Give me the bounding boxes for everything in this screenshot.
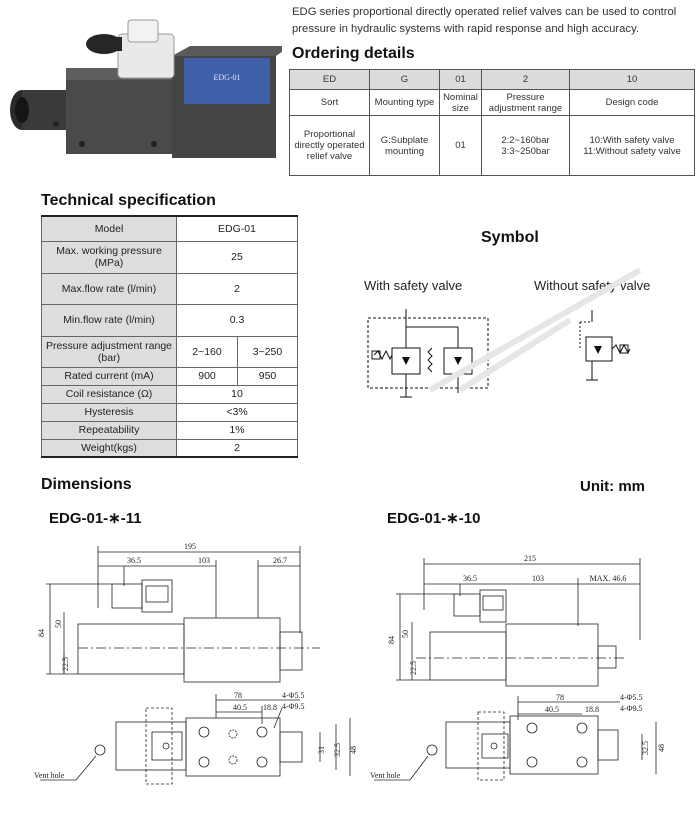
symbol-with-safety-valve xyxy=(367,309,489,398)
value-cell: Proportional directly operated relief va… xyxy=(289,115,370,176)
dim-40-5: 40.5 xyxy=(545,705,559,714)
watermark xyxy=(428,267,642,393)
range-line: 3:3~250bar xyxy=(501,145,550,157)
dim-26-7: 26.7 xyxy=(273,556,287,565)
spec-key: Max. working pressure (MPa) xyxy=(41,240,177,274)
spec-key: Model xyxy=(41,215,177,242)
dim-50: 50 xyxy=(401,630,410,638)
value-cell: 01 xyxy=(439,115,482,176)
spec-value: <3% xyxy=(176,402,298,422)
design-line: 11:Without safety valve xyxy=(583,145,681,157)
dim-18-8: 18.8 xyxy=(585,705,599,714)
dim-max-46-6: MAX. 46.6 xyxy=(590,574,627,583)
spec-value: 900 xyxy=(176,366,238,386)
dim-48: 48 xyxy=(657,744,666,752)
vent-hole-label: Vent hole xyxy=(34,771,65,780)
dim-195: 195 xyxy=(184,542,196,551)
dim-4-9-5: 4-Φ9.5 xyxy=(620,704,643,713)
spec-key: Max.flow rate (l/min) xyxy=(41,272,177,305)
name-cell: Nominal size xyxy=(439,89,482,116)
code-cell: 10 xyxy=(569,69,695,90)
value-cell: G:Subplate mounting xyxy=(369,115,440,176)
design-line: 10:With safety valve xyxy=(589,134,675,146)
spec-value: EDG-01 xyxy=(176,215,298,242)
spec-value: 10 xyxy=(176,384,298,404)
spec-key: Weight(kgs) xyxy=(41,438,177,458)
spec-value: 1% xyxy=(176,420,298,440)
spec-table: Model EDG-01 Max. working pressure (MPa)… xyxy=(41,215,298,458)
vent-hole-label: Vent hole xyxy=(370,771,401,780)
dim-84: 84 xyxy=(387,636,396,644)
spec-key: Coil resistance (Ω) xyxy=(41,384,177,404)
symbol-with-label: With safety valve xyxy=(364,278,463,293)
spec-value: 3~250 xyxy=(237,335,298,368)
dim-40-5: 40.5 xyxy=(233,703,247,712)
unit-label: Unit: mm xyxy=(580,478,645,495)
name-cell: Design code xyxy=(569,89,695,116)
dim-50: 50 xyxy=(54,620,63,628)
spec-value: 2~160 xyxy=(176,335,238,368)
ordering-table: ED G 01 2 10 Sort Mounting type Nominal … xyxy=(289,69,695,176)
product-photo: EDG-01 xyxy=(4,6,282,178)
spec-value: 950 xyxy=(237,366,298,386)
dim-78: 78 xyxy=(556,693,564,702)
dimension-drawing-11: 195 36.5 103 26.7 84 50 22.5 78 40.5 18.… xyxy=(34,542,358,785)
tech-title: Technical specification xyxy=(41,192,216,209)
dim-4-9-5: 4-Φ9.5 xyxy=(282,702,305,711)
value-cell: 10:With safety valve 11:Without safety v… xyxy=(569,115,695,176)
spec-key: Min.flow rate (l/min) xyxy=(41,303,177,337)
dim-31: 31 xyxy=(317,746,326,754)
dim-22-5: 22.5 xyxy=(409,661,418,675)
model-10-title: EDG-01-∗-10 xyxy=(387,510,481,527)
spec-key: Repeatability xyxy=(41,420,177,440)
dim-36-5: 36.5 xyxy=(127,556,141,565)
name-cell: Mounting type xyxy=(369,89,440,116)
dim-78: 78 xyxy=(234,691,242,700)
spec-key: Hysteresis xyxy=(41,402,177,422)
name-cell: Pressure adjustment range xyxy=(481,89,570,116)
dim-32-5: 32.5 xyxy=(641,741,650,755)
symbol-without-safety-valve xyxy=(579,310,631,381)
product-label: EDG-01 xyxy=(213,73,240,82)
value-cell: 2:2~160bar 3:3~250bar xyxy=(481,115,570,176)
dim-103: 103 xyxy=(532,574,544,583)
dim-84: 84 xyxy=(37,629,46,637)
dim-32-5: 32.5 xyxy=(333,743,342,757)
dim-4-5-5: 4-Φ5.5 xyxy=(282,691,305,700)
spec-value: 2 xyxy=(176,272,298,305)
range-line: 2:2~160bar xyxy=(501,134,550,146)
symbol-title: Symbol xyxy=(481,229,539,246)
intro-text: EDG series proportional directly operate… xyxy=(292,6,677,35)
dim-18-8: 18.8 xyxy=(263,703,277,712)
dim-48: 48 xyxy=(349,746,358,754)
model-11-title: EDG-01-∗-11 xyxy=(49,510,142,527)
spec-key: Rated current (mA) xyxy=(41,366,177,386)
dimension-drawing-10: 215 36.5 103 MAX. 46.6 84 50 22.5 78 40.… xyxy=(370,554,666,781)
dim-4-5-5: 4-Φ5.5 xyxy=(620,693,643,702)
spec-value: 0.3 xyxy=(176,303,298,337)
code-cell: 2 xyxy=(481,69,570,90)
name-cell: Sort xyxy=(289,89,370,116)
dim-36-5: 36.5 xyxy=(463,574,477,583)
spec-value: 25 xyxy=(176,240,298,274)
code-cell: G xyxy=(369,69,440,90)
ordering-title: Ordering details xyxy=(292,45,415,62)
code-cell: 01 xyxy=(439,69,482,90)
dim-215: 215 xyxy=(524,554,536,563)
dim-103: 103 xyxy=(198,556,210,565)
spec-value: 2 xyxy=(176,438,298,458)
spec-key: Pressure adjustment range (bar) xyxy=(41,335,177,368)
code-cell: ED xyxy=(289,69,370,90)
dimensions-title: Dimensions xyxy=(41,476,132,493)
dim-22-5: 22.5 xyxy=(61,657,70,671)
